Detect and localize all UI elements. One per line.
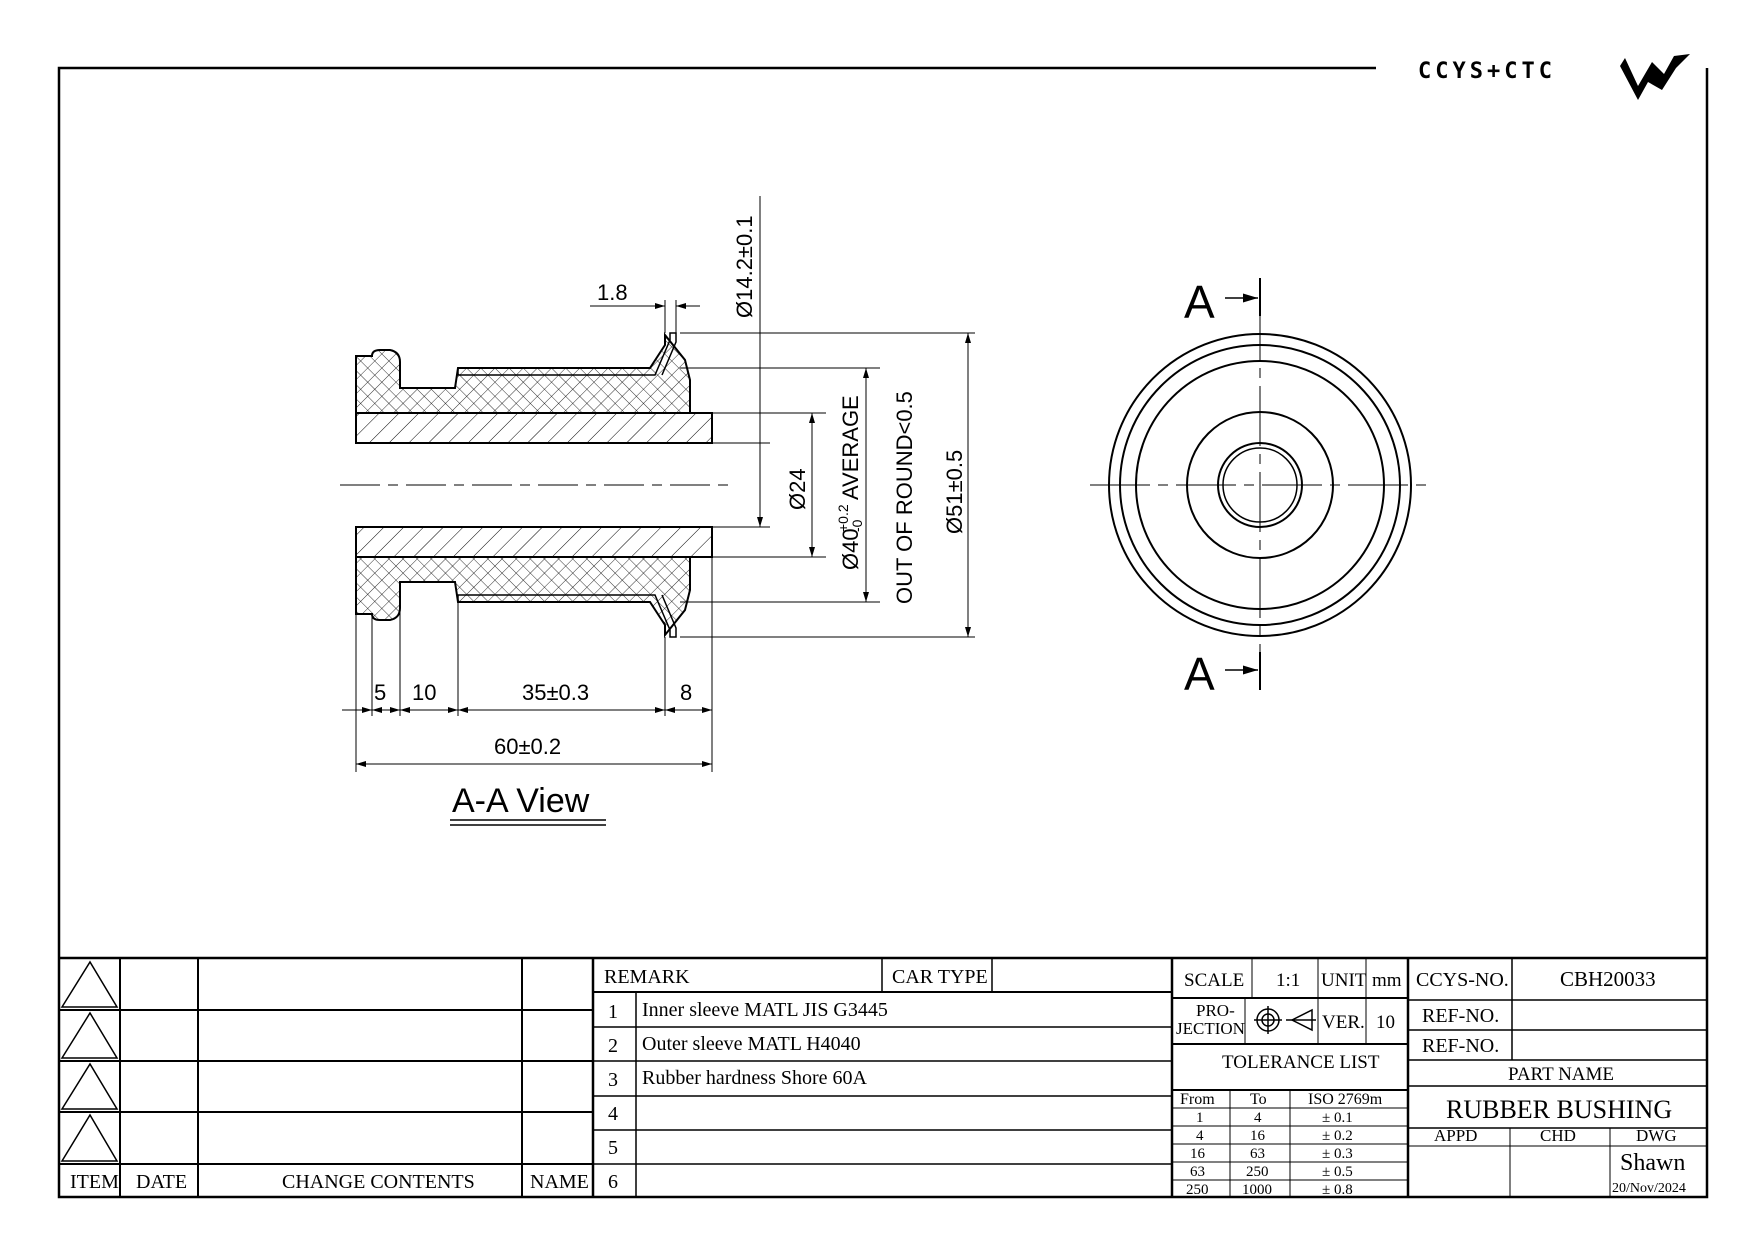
end-view: A A [1090,276,1430,700]
part-name-label: PART NAME [1508,1064,1614,1085]
svg-text:1: 1 [1196,1110,1204,1126]
svg-text:16: 16 [1190,1146,1206,1162]
tolerance-title: TOLERANCE LIST [1222,1052,1380,1073]
ver-value: 10 [1376,1012,1395,1033]
drawing-frame [57,66,1709,1199]
dim-outer-sleeve: Ø40 +0.2 -0 AVERAGE [835,395,865,570]
section-view-a-a: Ø14.2±0.1 Ø24 Ø40 +0.2 -0 AVERAGE OUT OF… [340,196,975,826]
chd-label: CHD [1540,1126,1576,1145]
logo-mark-icon [1620,54,1690,100]
svg-text:250: 250 [1246,1164,1269,1180]
dim-len-d: 8 [680,680,692,705]
scale-value: 1:1 [1276,970,1300,991]
svg-text:63: 63 [1190,1164,1205,1180]
dim-len-b: 10 [412,680,436,705]
svg-text:AVERAGE: AVERAGE [838,395,863,500]
company-logo: CCYS+CTC [1418,54,1690,100]
dwg-date: 20/Nov/2024 [1612,1181,1686,1196]
unit-label: UNIT [1321,970,1367,991]
logo-text: CCYS+CTC [1418,59,1556,84]
svg-text:63: 63 [1250,1146,1265,1162]
rev-header-name: NAME [530,1171,589,1193]
svg-text:16: 16 [1250,1128,1266,1144]
dim-out-of-round: OUT OF ROUND<0.5 [892,391,917,604]
dim-flange-thickness: 1.8 [597,280,628,305]
svg-text:Ø40: Ø40 [838,528,863,570]
dim-len-a: 5 [374,680,386,705]
svg-text:+0.2: +0.2 [835,504,851,532]
projection-symbol-icon [1254,1006,1316,1034]
svg-text:± 0.3: ± 0.3 [1322,1146,1353,1162]
dim-inner-dia: Ø14.2±0.1 [732,215,757,318]
svg-text:1000: 1000 [1242,1182,1272,1198]
svg-text:1: 1 [608,1001,618,1023]
scale-label: SCALE [1184,970,1244,991]
dim-overall-len: 60±0.2 [494,734,561,759]
title-block [59,956,1707,1197]
ref-no-label-2: REF-NO. [1422,1035,1499,1057]
ref-no-label: REF-NO. [1422,1005,1499,1027]
svg-text:± 0.1: ± 0.1 [1322,1110,1353,1126]
view-label: A-A View [452,782,590,820]
svg-text:4: 4 [1196,1128,1204,1144]
outer-sleeve-lower [457,594,677,638]
rev-header-date: DATE [136,1171,187,1193]
svg-text:To: To [1250,1091,1267,1108]
ver-label: VER. [1322,1012,1365,1033]
svg-text:2: 2 [608,1035,618,1057]
svg-text:-0: -0 [849,519,865,532]
ccys-no-label: CCYS-NO. [1416,969,1509,991]
svg-text:From: From [1180,1091,1215,1108]
dwg-name: Shawn [1620,1150,1685,1176]
svg-text:± 0.2: ± 0.2 [1322,1128,1353,1144]
projection-label-2: JECTION [1176,1019,1245,1038]
rev-header-change: CHANGE CONTENTS [282,1171,475,1193]
rubber-body-lower [355,556,691,638]
dim-overall-dia: Ø51±0.5 [942,450,967,534]
rev-header-item: ITEM [70,1171,119,1193]
section-mark-bottom: A [1184,648,1215,700]
remark-title: REMARK [604,966,690,988]
svg-text:± 0.5: ± 0.5 [1322,1164,1353,1180]
inner-sleeve-upper [355,412,713,444]
svg-text:5: 5 [608,1137,618,1159]
dim-bore-dia: Ø24 [785,468,810,510]
title-block-text: ITEM DATE CHANGE CONTENTS NAME REMARK CA… [70,966,1686,1198]
svg-text:3: 3 [608,1069,618,1091]
ccys-no-value: CBH20033 [1560,967,1656,991]
inner-sleeve-lower [355,526,713,558]
dim-len-c: 35±0.3 [522,680,589,705]
svg-text:250: 250 [1186,1182,1209,1198]
svg-text:ISO 2769m: ISO 2769m [1308,1091,1383,1108]
appd-label: APPD [1434,1126,1477,1145]
remark-row-3: Rubber hardness Shore 60A [642,1067,868,1089]
dwg-label: DWG [1636,1126,1677,1145]
outer-sleeve-upper [457,332,677,376]
svg-text:4: 4 [1254,1110,1262,1126]
section-mark-top: A [1184,276,1215,328]
unit-value: mm [1372,970,1402,991]
remark-row-2: Outer sleeve MATL H4040 [642,1033,861,1055]
svg-text:6: 6 [608,1171,618,1193]
car-type-label: CAR TYPE [892,966,988,988]
rubber-body-upper [355,332,691,414]
svg-text:4: 4 [608,1103,618,1125]
part-name-value: RUBBER BUSHING [1446,1095,1672,1124]
svg-text:± 0.8: ± 0.8 [1322,1182,1353,1198]
projection-label-1: PRO- [1196,1001,1235,1020]
remark-row-1: Inner sleeve MATL JIS G3445 [642,999,888,1021]
